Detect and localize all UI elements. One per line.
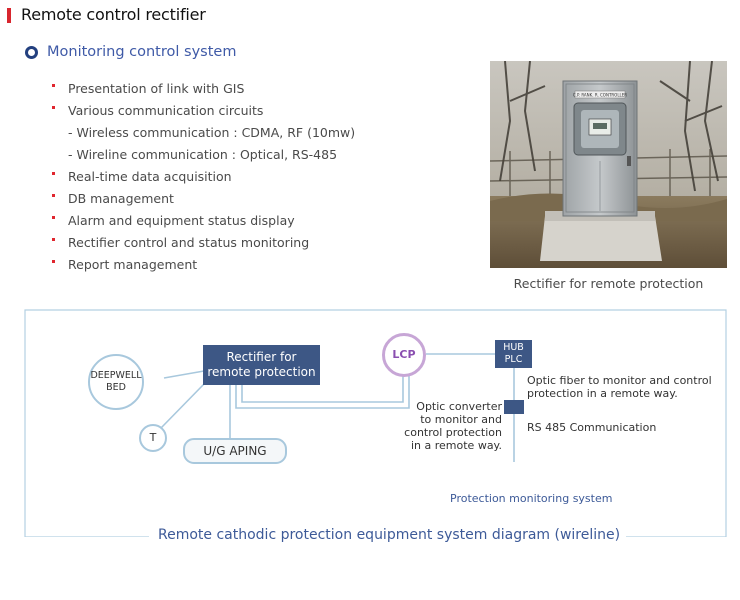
diagram-title: Remote cathodic protection equipment sys…: [152, 527, 627, 543]
page-title: Remote control rectifier: [21, 5, 206, 24]
lcp-node: LCP: [382, 333, 426, 377]
lcp-label: LCP: [392, 348, 416, 361]
diagram-frame: [24, 309, 727, 537]
ug-aping-node: U/G APING: [183, 438, 287, 464]
cabinet-label-plate: C.P. RANK. R. CONTROLLER: [573, 93, 627, 98]
rectifier-photo: C.P. RANK. R. CONTROLLER: [490, 61, 727, 268]
protection-monitoring-label: Protection monitoring system: [450, 492, 613, 505]
t-node: T: [139, 424, 167, 452]
hub-label: HUB: [503, 342, 524, 353]
rectifier-box: Rectifier for remote protection: [203, 345, 320, 385]
deepwell-bed-node: DEEPWELL BED: [88, 354, 144, 410]
list-item: Various communication circuits: [52, 100, 452, 122]
section-circle-icon: [25, 46, 38, 59]
list-subitem: - Wireless communication : CDMA, RF (10m…: [68, 125, 356, 140]
feature-list: Presentation of link with GIS Various co…: [52, 78, 452, 276]
list-item: Report management: [52, 254, 452, 276]
rectifier-label-line1: Rectifier for: [226, 350, 297, 364]
rs485-text: RS 485 Communication: [527, 421, 657, 434]
list-subitem: - Wireline communication : Optical, RS-4…: [68, 147, 338, 162]
optic-converter-node: [504, 400, 524, 414]
optic-converter-text: Optic converter to monitor and control p…: [404, 400, 502, 452]
deepwell-label: DEEPWELL BED: [90, 370, 142, 393]
list-item: Real-time data acquisition: [52, 166, 452, 188]
ug-aping-label: U/G APING: [203, 444, 267, 458]
rectifier-cabinet-illustration: C.P. RANK. R. CONTROLLER: [490, 61, 727, 268]
list-item: DB management: [52, 188, 452, 210]
list-item: Alarm and equipment status display: [52, 210, 452, 232]
list-item: Presentation of link with GIS: [52, 78, 452, 100]
t-label: T: [149, 431, 157, 444]
section-title: Monitoring control system: [47, 44, 237, 60]
title-marker: [7, 8, 11, 23]
rectifier-label-line2: remote protection: [207, 365, 316, 379]
photo-caption: Rectifier for remote protection: [513, 276, 704, 291]
optic-fiber-text: Optic fiber to monitor and control prote…: [527, 374, 712, 400]
list-item: Rectifier control and status monitoring: [52, 232, 452, 254]
plc-label: PLC: [504, 354, 523, 365]
hub-plc-box: HUB PLC: [495, 340, 532, 368]
